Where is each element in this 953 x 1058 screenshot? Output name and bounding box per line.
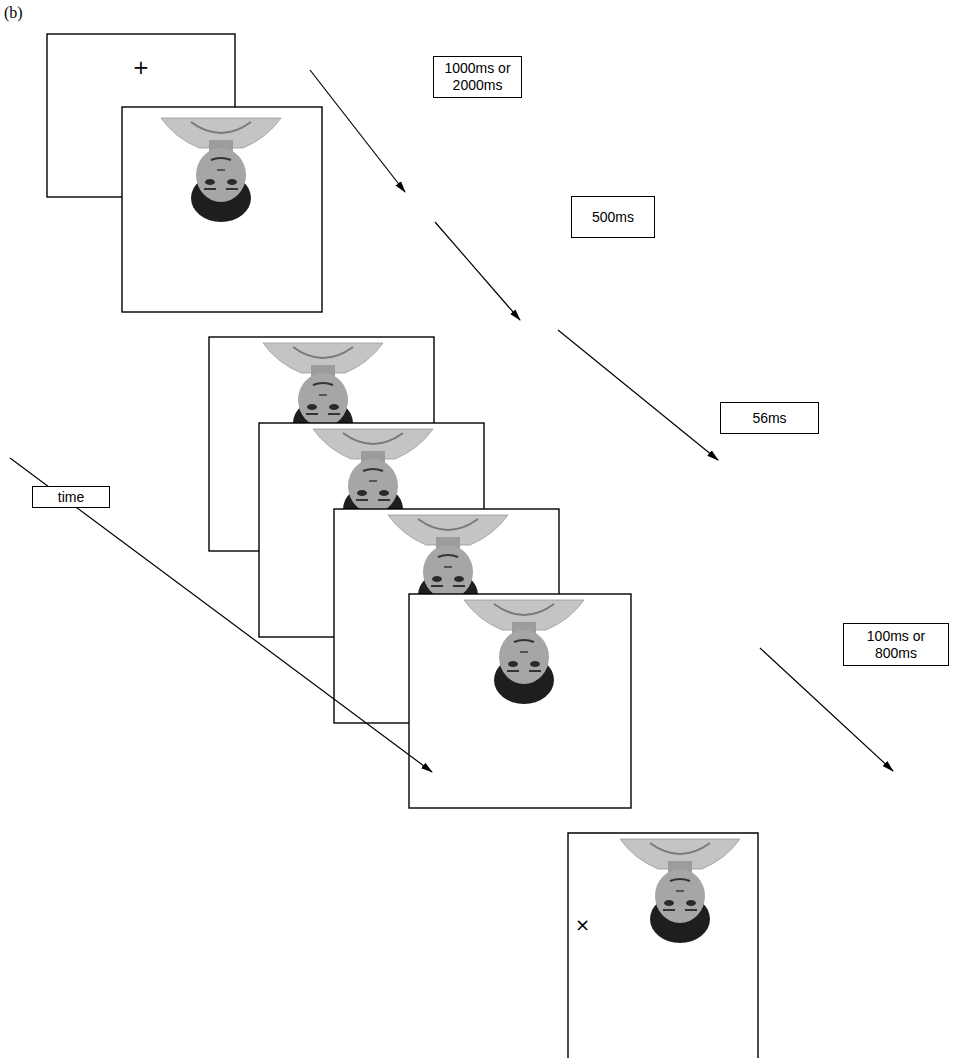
- eyebrow: [204, 188, 216, 190]
- display-frame: +: [47, 34, 235, 197]
- face: [655, 869, 705, 923]
- time-arrow: [558, 330, 718, 460]
- eye: [357, 490, 367, 496]
- collar: [191, 122, 251, 133]
- fixation-symbol: +: [133, 55, 150, 79]
- nose: [217, 169, 225, 171]
- eyebrow: [507, 670, 519, 672]
- eyebrow: [529, 670, 541, 672]
- face: [196, 148, 246, 202]
- duration-label: 1000ms or 2000ms: [439, 60, 516, 94]
- collar: [293, 347, 353, 358]
- collar: [418, 519, 478, 530]
- frame-border: [568, 833, 758, 1058]
- mouth: [313, 383, 333, 385]
- mouth: [670, 879, 690, 881]
- duration-label: time: [58, 489, 84, 506]
- face: [348, 459, 398, 513]
- eye: [205, 179, 215, 185]
- eye: [686, 900, 696, 906]
- final-frame-picture: [620, 839, 740, 943]
- eyebrow: [431, 585, 443, 587]
- eye: [307, 404, 317, 410]
- nose: [676, 890, 684, 892]
- inverted-face: [620, 839, 740, 943]
- duration-box: 56ms: [720, 402, 819, 434]
- eye: [227, 179, 237, 185]
- eyebrow: [685, 909, 697, 911]
- inverted-face: [464, 600, 584, 704]
- duration-box: 500ms: [571, 196, 655, 238]
- time-arrows: [10, 70, 893, 772]
- nose: [520, 651, 528, 653]
- eyebrow: [328, 413, 340, 415]
- eye: [432, 576, 442, 582]
- collar: [650, 843, 710, 854]
- eyebrow: [663, 909, 675, 911]
- duration-label: 500ms: [592, 209, 634, 226]
- face: [298, 373, 348, 427]
- frame-ground: [568, 833, 758, 1058]
- face: [499, 630, 549, 684]
- fixation-symbol: ×: [575, 914, 590, 935]
- stimulus-frame: [122, 107, 322, 312]
- frame-outlines: [47, 34, 758, 1058]
- eyebrow: [378, 499, 390, 501]
- eyebrow: [356, 499, 368, 501]
- eyebrow: [453, 585, 465, 587]
- frame-border: [122, 107, 322, 312]
- eye: [454, 576, 464, 582]
- eye: [508, 661, 518, 667]
- panel-label: (b): [4, 4, 23, 22]
- mouth: [514, 640, 534, 642]
- mouth: [363, 469, 383, 471]
- mouth: [211, 158, 231, 160]
- face: [423, 545, 473, 599]
- collar: [494, 604, 554, 615]
- time-arrow: [10, 458, 432, 772]
- eye: [664, 900, 674, 906]
- eye: [329, 404, 339, 410]
- inverted-face: [161, 118, 281, 222]
- duration-box: 1000ms or 2000ms: [433, 56, 522, 98]
- eye: [379, 490, 389, 496]
- eyebrow: [226, 188, 238, 190]
- duration-label: 56ms: [752, 410, 786, 427]
- eyebrow: [306, 413, 318, 415]
- nose: [369, 480, 377, 482]
- stimulus-frames: [122, 107, 740, 943]
- stimulus-frame: [409, 594, 631, 808]
- display-frame: ×: [568, 833, 758, 1058]
- mouth: [438, 555, 458, 557]
- duration-label: 100ms or 800ms: [849, 628, 943, 662]
- duration-box: time: [32, 486, 110, 508]
- eye: [530, 661, 540, 667]
- time-arrow: [760, 648, 893, 771]
- nose: [319, 394, 327, 396]
- duration-box: 100ms or 800ms: [843, 623, 949, 666]
- collar: [343, 433, 403, 444]
- time-arrow: [435, 222, 520, 320]
- nose: [444, 566, 452, 568]
- frame-border: [409, 594, 631, 808]
- time-arrow: [310, 70, 405, 192]
